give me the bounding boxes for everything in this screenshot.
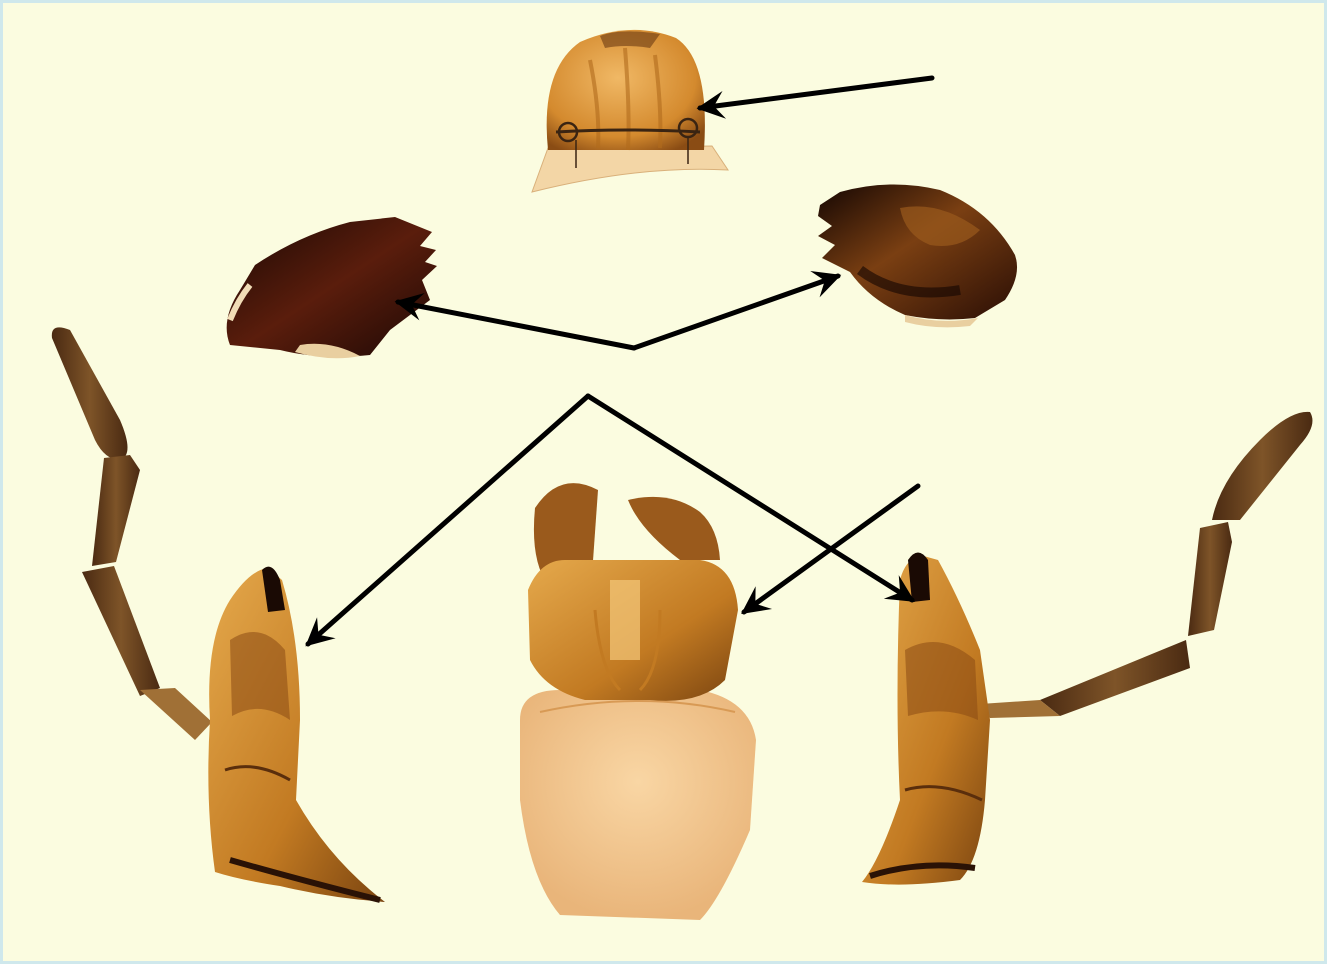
maxilla-right [862, 412, 1312, 885]
arrow-to-labium [744, 486, 918, 612]
maxilla-left [52, 327, 385, 902]
mandible-right [818, 184, 1017, 327]
labrum [532, 30, 728, 192]
arrow-to-labrum [700, 78, 932, 108]
arrow-to-mandible-left [398, 302, 634, 348]
mouthparts-diagram [3, 3, 1324, 961]
labium [520, 483, 756, 920]
mandible-left [227, 217, 437, 358]
arrow-to-mandible-right [634, 276, 838, 348]
